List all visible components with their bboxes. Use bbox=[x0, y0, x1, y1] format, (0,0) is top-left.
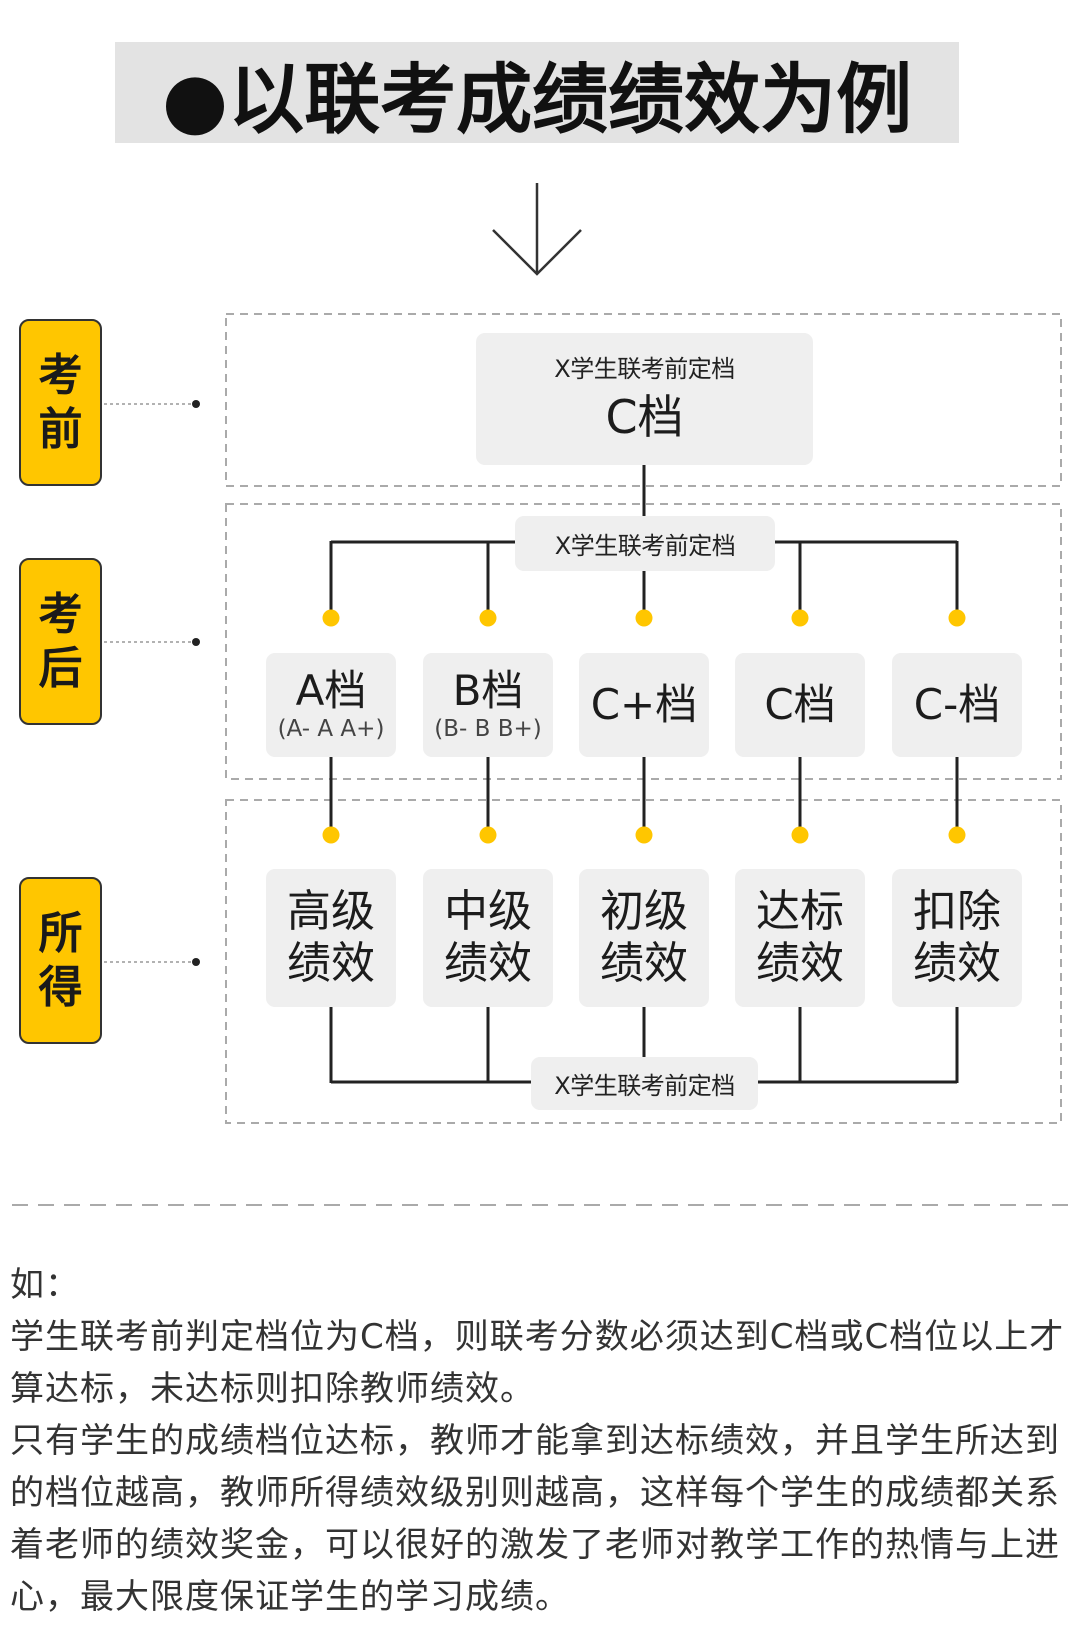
grade-sublabel: (A- A A+) bbox=[277, 716, 385, 742]
grade-card-a: A档 (A- A A+) bbox=[266, 653, 396, 757]
stage-label-char: 考 bbox=[38, 349, 83, 401]
explanation-line: 学生联考前判定档位为C档，则联考分数必须达到C档或C档位以上才 bbox=[10, 1317, 1065, 1357]
stage-label-result: 所 得 bbox=[19, 877, 102, 1044]
result-label-line: 达标 bbox=[756, 886, 844, 937]
pre-exam-grade-caption: X学生联考前定档 bbox=[554, 355, 735, 383]
result-label-line: 绩效 bbox=[287, 938, 375, 989]
result-card-standard: 达标 绩效 bbox=[735, 869, 865, 1007]
connector-dot bbox=[948, 826, 966, 844]
connector-dot bbox=[948, 609, 966, 627]
middle-connector-text: X学生联考前定档 bbox=[554, 532, 736, 560]
grade-label: A档 bbox=[295, 666, 367, 715]
grade-card-c-minus: C-档 bbox=[892, 653, 1022, 757]
result-label-line: 中级 bbox=[444, 886, 532, 937]
result-card-deduct: 扣除 绩效 bbox=[892, 869, 1022, 1007]
explanation-line: 着老师的绩效奖金，可以很好的激发了老师对教学工作的热情与上进 bbox=[10, 1525, 1060, 1565]
down-arrow-icon bbox=[492, 183, 582, 276]
result-label-line: 高级 bbox=[287, 886, 375, 937]
connector-dot bbox=[635, 609, 653, 627]
connector-dot bbox=[635, 826, 653, 844]
result-label-line: 绩效 bbox=[913, 938, 1001, 989]
connector-dot bbox=[791, 609, 809, 627]
stage-label-char: 前 bbox=[38, 403, 83, 455]
grade-sublabel: (B- B B+) bbox=[434, 716, 542, 742]
connector-dot bbox=[479, 826, 497, 844]
result-label-line: 扣除 bbox=[913, 886, 1001, 937]
bottom-connector-label: X学生联考前定档 bbox=[531, 1057, 758, 1110]
stage-pointer-dot bbox=[192, 958, 200, 966]
result-card-mid: 中级 绩效 bbox=[423, 869, 553, 1007]
explanation-line: 的档位越高，教师所得绩效级别则越高，这样每个学生的成绩都关系 bbox=[10, 1473, 1060, 1513]
stage-label-char: 后 bbox=[38, 642, 83, 694]
stage-pointer-dot bbox=[192, 400, 200, 408]
bottom-connector-text: X学生联考前定档 bbox=[554, 1072, 735, 1100]
connector-dot bbox=[322, 826, 340, 844]
result-label-line: 初级 bbox=[600, 886, 688, 937]
grade-card-c-plus: C+档 bbox=[579, 653, 709, 757]
grade-label: C-档 bbox=[913, 680, 1001, 729]
stage-pointer-dot bbox=[192, 638, 200, 646]
stage-label-char: 所 bbox=[38, 907, 83, 959]
explanation-text: 如： 学生联考前判定档位为C档，则联考分数必须达到C档或C档位以上才 算达标，未… bbox=[10, 1259, 1074, 1623]
result-label-line: 绩效 bbox=[600, 938, 688, 989]
stage-label-char: 考 bbox=[38, 588, 83, 640]
result-card-high: 高级 绩效 bbox=[266, 869, 396, 1007]
explanation-line: 心，最大限度保证学生的学习成绩。 bbox=[10, 1577, 570, 1617]
explanation-line: 只有学生的成绩档位达标，教师才能拿到达标绩效，并且学生所达到 bbox=[10, 1421, 1060, 1461]
stage-frame-result bbox=[225, 799, 1062, 1124]
connector-dot bbox=[479, 609, 497, 627]
connector-dot bbox=[322, 609, 340, 627]
grade-label: C+档 bbox=[590, 680, 698, 729]
stage-label-after-exam: 考 后 bbox=[19, 558, 102, 725]
result-card-junior: 初级 绩效 bbox=[579, 869, 709, 1007]
middle-connector-label: X学生联考前定档 bbox=[515, 516, 775, 571]
grade-label: C档 bbox=[764, 680, 836, 729]
page-title: ●以联考成绩绩效为例 bbox=[161, 54, 913, 144]
connector-dot bbox=[791, 826, 809, 844]
explanation-line: 算达标，未达标则扣除教师绩效。 bbox=[10, 1369, 535, 1409]
grade-card-b: B档 (B- B B+) bbox=[423, 653, 553, 757]
result-label-line: 绩效 bbox=[756, 938, 844, 989]
pre-exam-grade-value: C档 bbox=[605, 390, 684, 444]
title-banner: ●以联考成绩绩效为例 bbox=[115, 42, 959, 143]
stage-label-char: 得 bbox=[38, 961, 83, 1013]
grade-card-c: C档 bbox=[735, 653, 865, 757]
explanation-line: 如： bbox=[10, 1265, 80, 1305]
stage-label-before-exam: 考 前 bbox=[19, 319, 102, 486]
pre-exam-grade-card: X学生联考前定档 C档 bbox=[476, 333, 813, 465]
grade-label: B档 bbox=[452, 666, 524, 715]
result-label-line: 绩效 bbox=[444, 938, 532, 989]
